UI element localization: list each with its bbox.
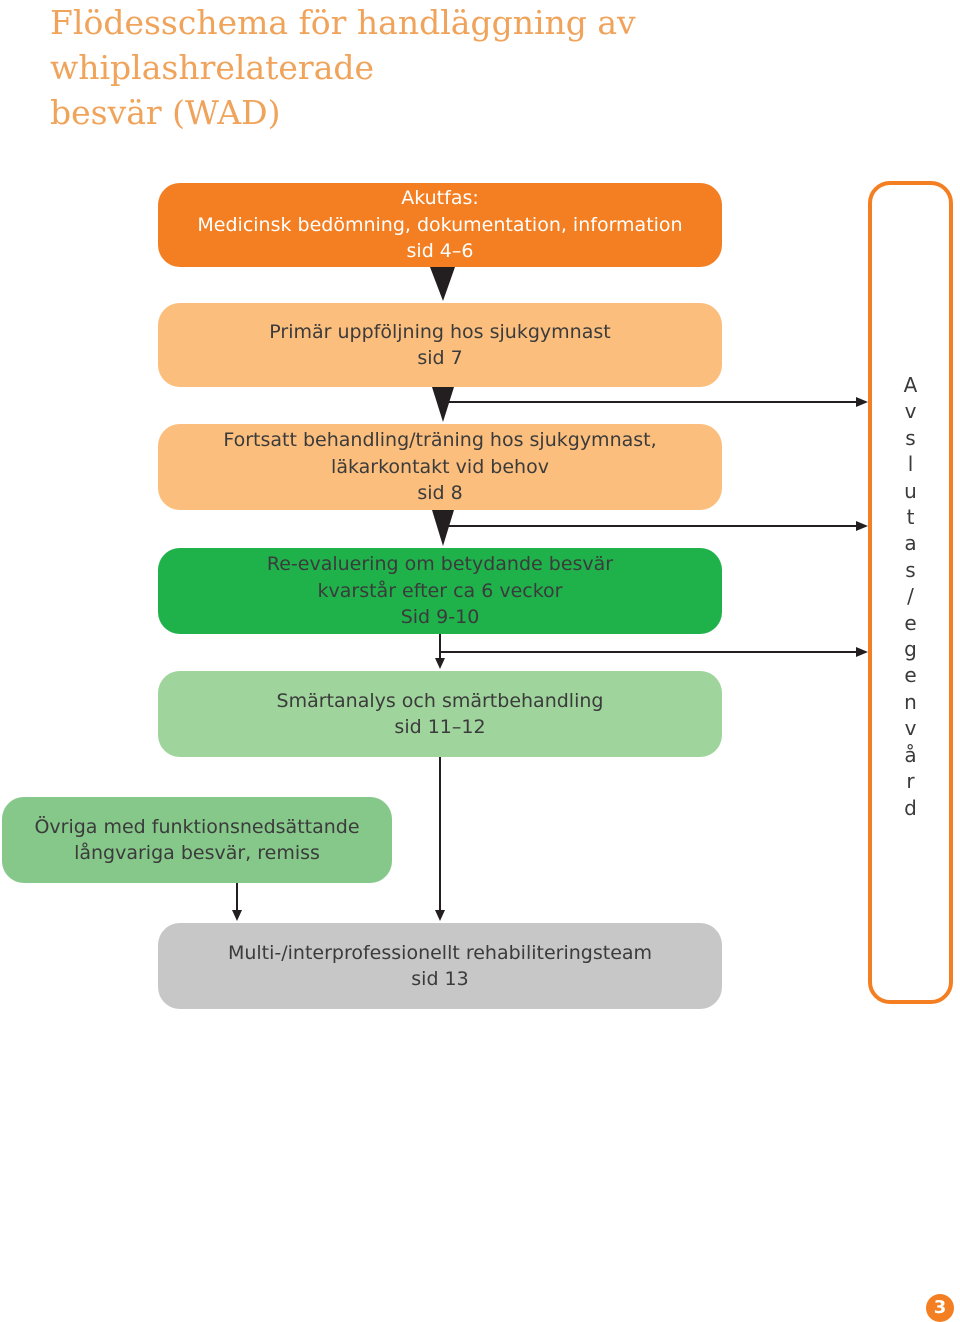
arrow-primary-to-continued <box>432 387 454 422</box>
side-letter: s <box>905 557 916 582</box>
arrowhead-continued-to-side <box>856 521 868 531</box>
side-letter: g <box>904 637 917 662</box>
acute-phase-box: Akutfas: Medicinsk bedömning, dokumentat… <box>158 183 722 267</box>
side-letter: u <box>904 478 917 503</box>
side-letter: s <box>905 425 916 450</box>
continued-treatment-line-3: sid 8 <box>417 482 463 505</box>
side-letter: n <box>904 689 917 714</box>
arrowhead-reeval-to-pain <box>435 658 445 669</box>
page-title-line-1: Flödesschema för handläggning av whiplas… <box>50 3 636 87</box>
pain-analysis-line-1: Smärtanalys och smärtbehandling <box>276 689 604 712</box>
page-number-badge: 3 <box>926 1294 954 1322</box>
re-evaluation-line-3: Sid 9-10 <box>400 606 480 629</box>
primary-followup-line-1: Primär uppföljning hos sjukgymnast <box>269 320 611 343</box>
other-long-term-line-2: långvariga besvär, remiss <box>74 842 320 864</box>
side-letter: e <box>904 663 917 688</box>
acute-phase-line-2: Medicinsk bedömning, dokumentation, info… <box>197 213 683 236</box>
side-letter: å <box>904 742 917 767</box>
page-title: Flödesschema för handläggning av whiplas… <box>50 0 930 135</box>
acute-phase-line-3: sid 4–6 <box>406 240 474 263</box>
continued-treatment-box: Fortsatt behandling/träning hos sjukgymn… <box>158 424 722 510</box>
re-evaluation-box: Re-evaluering om betydande besvär kvarst… <box>158 548 722 634</box>
side-letter: e <box>904 610 917 635</box>
side-letter: l <box>907 452 914 477</box>
continued-treatment-line-1: Fortsatt behandling/träning hos sjukgymn… <box>223 429 657 452</box>
acute-phase-line-1: Akutfas: <box>401 187 479 210</box>
page-title-line-2: besvär (WAD) <box>50 93 281 132</box>
side-letter: v <box>904 716 917 741</box>
arrowhead-pain-to-multi <box>435 910 445 921</box>
arrow-continued-to-reeval <box>432 510 454 546</box>
re-evaluation-line-1: Re-evaluering om betydande besvär <box>266 553 614 576</box>
side-letter: d <box>904 795 917 820</box>
rehabilitation-team-line-2: sid 13 <box>411 968 469 990</box>
arrowhead-primary-to-side <box>856 397 868 407</box>
rehabilitation-team-line-1: Multi-/interprofessionellt rehabiliterin… <box>227 941 653 964</box>
side-letter: t <box>906 505 915 530</box>
continued-treatment-line-2: läkarkontakt vid behov <box>331 455 549 478</box>
side-letter: a <box>904 531 917 556</box>
side-letter: v <box>904 399 917 424</box>
rehabilitation-team-box: Multi-/interprofessionellt rehabiliterin… <box>158 923 722 1009</box>
side-letter: A <box>903 373 918 397</box>
arrow-acute-to-primary <box>430 267 455 301</box>
side-letter: r <box>906 769 915 794</box>
re-evaluation-line-2: kvarstår efter ca 6 veckor <box>317 579 563 602</box>
arrowhead-other-to-multi <box>232 910 242 921</box>
conclude-care-label: A v s l u t a s / e g e n v å r d <box>872 372 949 821</box>
pain-analysis-box: Smärtanalys och smärtbehandling sid 11–1… <box>158 671 722 757</box>
primary-followup-box: Primär uppföljning hos sjukgymnast sid 7 <box>158 303 722 387</box>
other-long-term-box: Övriga med funktionsnedsättande långvari… <box>2 797 392 883</box>
primary-followup-line-2: sid 7 <box>417 347 463 369</box>
pain-analysis-line-2: sid 11–12 <box>394 716 486 738</box>
side-letter: / <box>907 584 914 609</box>
conclude-care-box: A v s l u t a s / e g e n v å r d <box>868 181 953 1004</box>
other-long-term-line-1: Övriga med funktionsnedsättande <box>34 815 360 838</box>
arrowhead-reeval-to-side <box>856 647 868 657</box>
